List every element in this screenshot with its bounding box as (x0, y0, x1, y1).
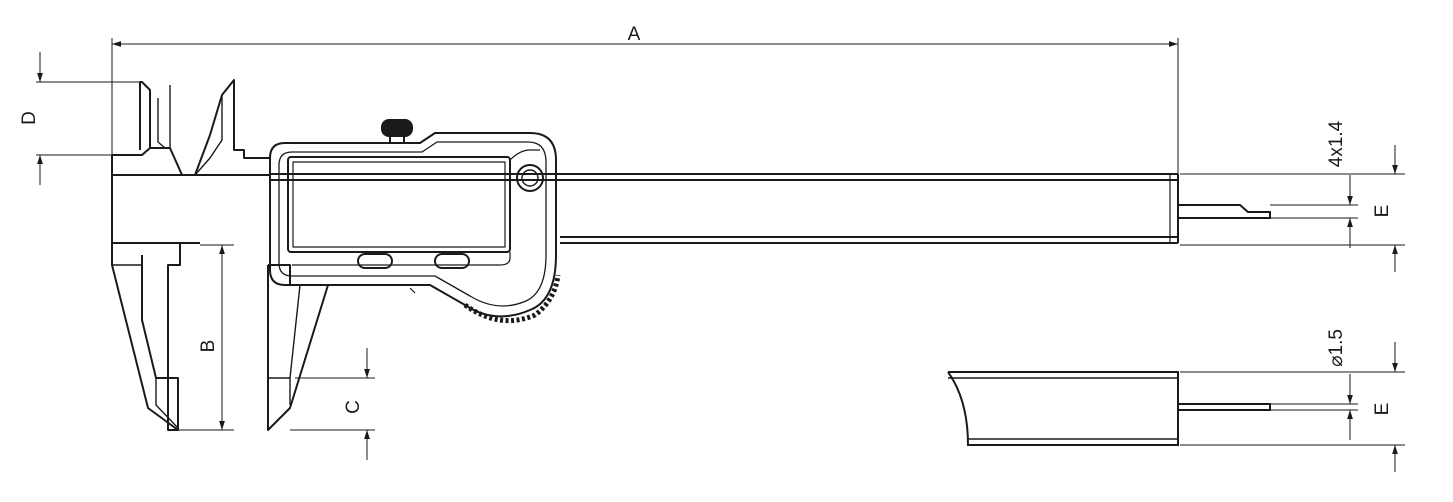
label-rod-diameter: ⌀1.5 (1326, 329, 1347, 367)
lock-screw (381, 119, 413, 144)
label-A: A (628, 24, 641, 45)
moving-jaw-upper (157, 79, 270, 176)
caliper-body (111, 79, 1179, 431)
label-E-top: E (1372, 205, 1393, 218)
label-C: C (343, 400, 364, 414)
clamp-knob-icon (516, 164, 544, 192)
dimension-labels: A D B C E 4x1.4 E ⌀1.5 (19, 24, 1393, 415)
label-depth-rod: 4x1.4 (1326, 120, 1347, 167)
caliper-beam (270, 173, 1179, 244)
thumb-wheel (409, 274, 561, 324)
display-button-right (434, 253, 470, 269)
beam-end-section (947, 371, 1271, 446)
dimension-lines (36, 38, 1405, 472)
depth-rod-view (1177, 204, 1271, 219)
fixed-jaw (111, 81, 270, 431)
label-E-bottom: E (1372, 403, 1393, 416)
label-B: B (198, 340, 219, 353)
display-button-left (357, 253, 393, 269)
lcd-display (287, 156, 511, 253)
moving-jaw-lower (167, 243, 329, 431)
slider-housing (269, 132, 557, 318)
label-D: D (19, 111, 40, 125)
